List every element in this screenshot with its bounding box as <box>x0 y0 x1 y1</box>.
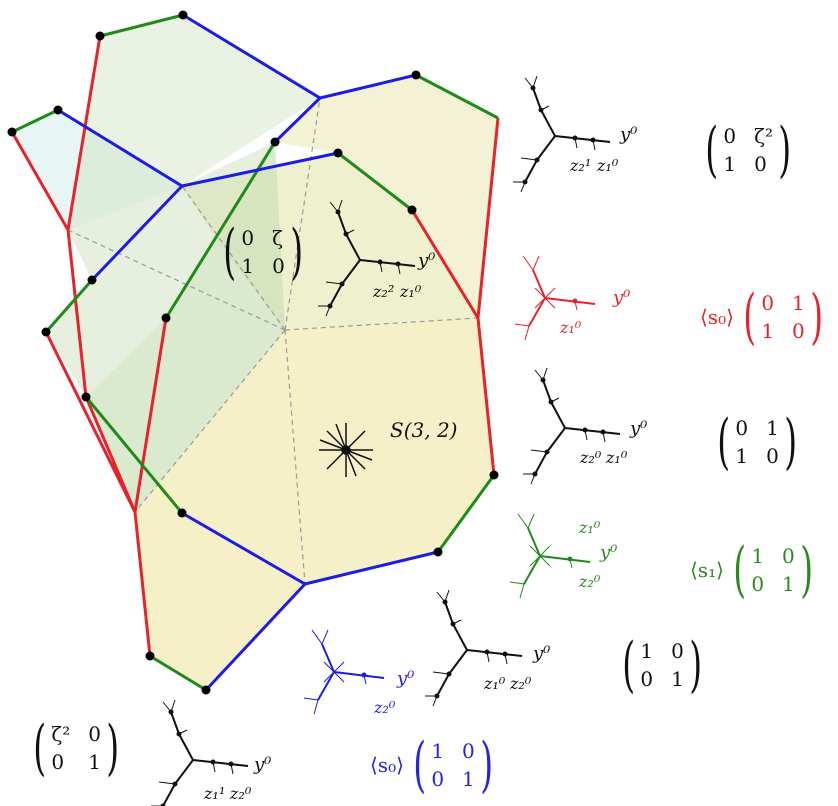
tree-6-icon <box>424 589 523 707</box>
dashed-lines <box>67 97 479 585</box>
tree-3-icon <box>514 255 596 341</box>
tree-1-label-a: y⁰ <box>620 124 638 145</box>
regions <box>12 15 498 690</box>
tree-4-label-c: z₁⁰ <box>606 448 628 467</box>
tree-7-label-a: y⁰ <box>397 668 415 689</box>
tree-5-label-c: z₂⁰ <box>579 572 601 591</box>
tree-6-label-b: z₁⁰ <box>484 674 506 693</box>
tree-1-label-b: z₂¹ <box>570 156 592 175</box>
tree-2-label-b: z₂² <box>373 282 395 301</box>
tree-8-label-b: z₁¹ <box>204 784 226 803</box>
center-label: S(3, 2) <box>390 418 458 442</box>
tree-2-label-a: y⁰ <box>418 250 436 271</box>
region-bottom <box>135 512 305 690</box>
tree-3-label-a: y⁰ <box>613 287 631 308</box>
tree-8-label-a: y⁰ <box>254 754 272 775</box>
tree-5-label-b: z₁⁰ <box>579 518 601 537</box>
tree-4-label-a: y⁰ <box>630 418 648 439</box>
region-center-lower <box>135 318 494 584</box>
region-mid-left <box>86 142 285 512</box>
center-star-icon <box>319 423 373 477</box>
tree-5-icon <box>509 513 591 599</box>
vertices <box>7 10 499 695</box>
tree-6-label-c: z₂⁰ <box>510 674 532 693</box>
tree-6-label-a: y⁰ <box>533 643 551 664</box>
tree-1-icon <box>512 75 611 193</box>
tree-3-label-b: z₁⁰ <box>560 318 582 337</box>
tree-8-label-c: z₂⁰ <box>230 784 252 803</box>
blue-edges <box>57 13 439 692</box>
tree-7-icon <box>303 629 385 715</box>
region-top-left <box>12 110 182 230</box>
tree-2-label-c: z₁⁰ <box>400 282 422 301</box>
tree-4-label-b: z₂⁰ <box>580 448 602 467</box>
tree-1-label-c: z₁⁰ <box>597 156 619 175</box>
tree-5-label-a: y⁰ <box>600 542 618 563</box>
region-top <box>68 15 320 230</box>
tree-7-label-b: z₂⁰ <box>374 698 396 717</box>
red-edges <box>10 35 500 657</box>
